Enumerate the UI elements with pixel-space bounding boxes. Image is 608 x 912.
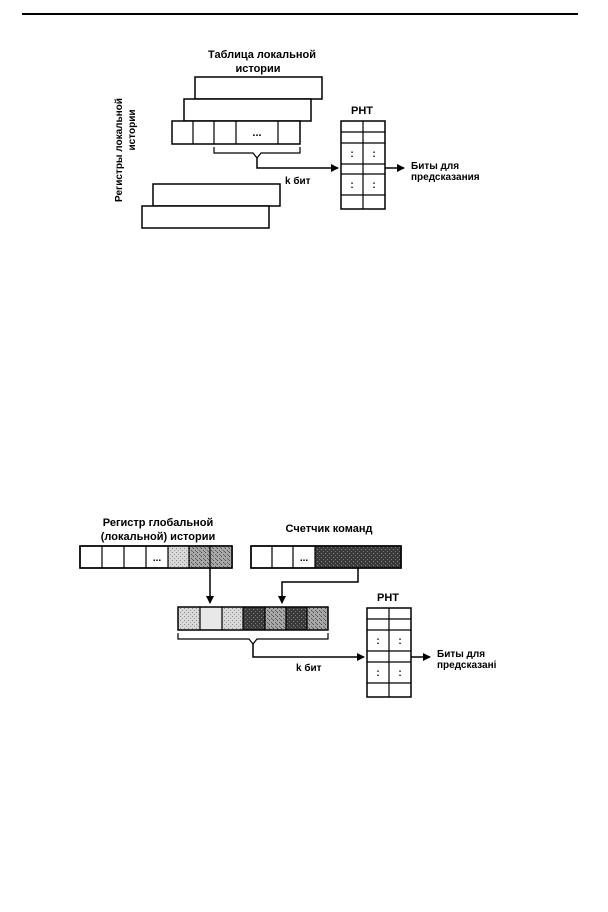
local-register-lower-back (152, 183, 281, 207)
fig2-register-label-line2: (локальной) истории (101, 531, 216, 543)
local-history-table-back (194, 76, 323, 100)
fig2-output-label-line2: предсказані (437, 660, 497, 671)
local-register-lower-front (141, 205, 270, 229)
fig2-pht-dots: : (398, 668, 401, 679)
global-history-register: ... (79, 545, 233, 569)
fig1-title-line2: истории (235, 63, 280, 75)
fig2-register-label-line1: Регистр глобальной (103, 517, 213, 529)
fig1-title-line1: Таблица локальной (208, 49, 316, 61)
fig1-register-ellipsis: ... (252, 127, 261, 139)
fig1-pht-label: PHT (351, 105, 373, 117)
fig2-counter-ellipsis: ... (300, 553, 309, 564)
fig1-output-label-line1: Биты для (411, 161, 459, 172)
fig2-pht-dots: : (376, 668, 379, 679)
fig1-registers-label-line2: истории (127, 110, 138, 151)
fig1-index-arrow (256, 158, 339, 172)
fig1-pht-table: : : : : (340, 120, 386, 210)
fig2-pht-dots: : (376, 636, 379, 647)
combined-index-register (177, 606, 329, 631)
fig1-pht-dots: : (372, 149, 375, 160)
fig1-k-bits-label: k бит (285, 175, 311, 187)
fig2-k-bits-brace (177, 633, 329, 645)
local-history-register-row: ... (171, 120, 301, 145)
fig1-output-label-line2: предсказания (411, 172, 480, 183)
fig2-pht-dots: : (398, 636, 401, 647)
fig1-k-bits-brace (213, 147, 301, 159)
fig2-pht-label: PHT (377, 592, 399, 604)
fig2-output-label-line1: Биты для (437, 649, 485, 660)
fig2-register-ellipsis: ... (153, 553, 162, 564)
fig1-pht-dots: : (350, 180, 353, 191)
fig1-pht-dots: : (372, 180, 375, 191)
fig2-pht-table: : : : : (366, 607, 412, 698)
fig2-counter-arrow (278, 568, 359, 604)
program-counter-register: ... (250, 545, 402, 569)
figure-1: Таблица локальной истории ... Регистры л… (114, 49, 480, 229)
figure-2: Регистр глобальной (локальной) истории С… (79, 517, 497, 698)
fig1-pht-dots: : (350, 149, 353, 160)
fig2-k-bits-label: k бит (296, 662, 322, 674)
fig2-counter-label: Счетчик команд (286, 523, 373, 535)
fig2-index-arrow (252, 644, 365, 661)
local-history-table-middle (183, 98, 312, 122)
fig1-registers-label-line1: Регистры локальной (114, 98, 125, 202)
